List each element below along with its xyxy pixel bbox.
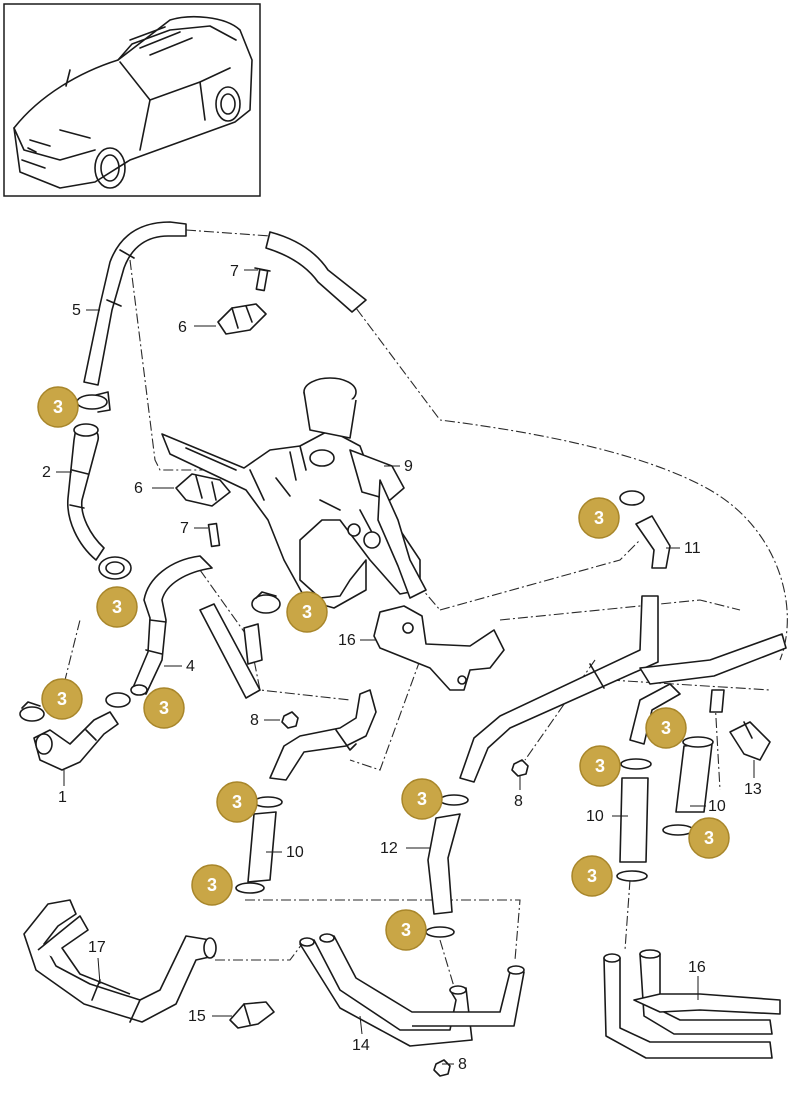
clamp-part-1-left[interactable] xyxy=(19,701,45,722)
badge-clamp-3[interactable]: 3 xyxy=(286,591,328,633)
callout-4[interactable]: 4 xyxy=(186,658,195,675)
leader-lines xyxy=(56,269,755,1065)
svg-text:3: 3 xyxy=(159,698,169,718)
badge-clamp-5[interactable]: 3 xyxy=(41,678,83,720)
hose-part-10-right-lower[interactable] xyxy=(616,758,652,882)
bracket-part-16-upper[interactable] xyxy=(373,605,505,691)
nut-part-8-middle[interactable] xyxy=(511,759,529,777)
callout-5[interactable]: 5 xyxy=(72,302,81,319)
valve-assembly-part-9[interactable] xyxy=(161,377,427,609)
callout-12[interactable]: 12 xyxy=(380,840,398,857)
svg-text:3: 3 xyxy=(112,597,122,617)
clamp-part-2-lower[interactable] xyxy=(98,556,132,580)
svg-text:3: 3 xyxy=(232,792,242,812)
badge-clamp-4[interactable]: 3 xyxy=(578,497,620,539)
callout-9[interactable]: 9 xyxy=(404,458,413,475)
badge-clamp-1[interactable]: 3 xyxy=(37,386,79,428)
svg-text:3: 3 xyxy=(587,866,597,886)
badge-clamp-12[interactable]: 3 xyxy=(571,855,613,897)
hose-part-11[interactable] xyxy=(635,515,671,569)
callout-15[interactable]: 15 xyxy=(188,1008,206,1025)
hose-part-2[interactable] xyxy=(67,423,105,561)
callout-1[interactable]: 1 xyxy=(58,789,67,806)
hose-part-10-right-upper[interactable] xyxy=(662,736,714,836)
pipe-right-part-10[interactable] xyxy=(629,683,725,745)
svg-text:3: 3 xyxy=(594,508,604,528)
callout-10-right[interactable]: 10 xyxy=(708,798,726,815)
svg-text:3: 3 xyxy=(417,789,427,809)
hose-part-1[interactable] xyxy=(33,711,119,771)
callout-2[interactable]: 2 xyxy=(42,464,51,481)
pipe-assembly-part-14[interactable] xyxy=(299,933,525,1047)
callout-16-upper[interactable]: 16 xyxy=(338,632,356,649)
callout-8-lower[interactable]: 8 xyxy=(458,1056,467,1073)
badge-clamp-10[interactable]: 3 xyxy=(216,781,258,823)
hose-part-4[interactable] xyxy=(130,555,213,696)
bolt-part-7-upper[interactable] xyxy=(254,267,271,292)
badge-clamp-9[interactable]: 3 xyxy=(401,778,443,820)
callout-6-middle[interactable]: 6 xyxy=(134,480,143,497)
clamp-part-11[interactable] xyxy=(619,490,645,506)
hose-part-12[interactable] xyxy=(425,794,469,938)
badge-clamp-14[interactable]: 3 xyxy=(385,909,427,951)
pipe-assembly-part-17[interactable] xyxy=(23,899,217,1023)
svg-text:3: 3 xyxy=(704,828,714,848)
callout-7-middle[interactable]: 7 xyxy=(180,520,189,537)
clamp-part-13[interactable] xyxy=(729,721,771,761)
clamp-badges: 3 3 3 3 3 3 3 3 xyxy=(37,386,730,951)
pipe-long-part-12[interactable] xyxy=(459,595,787,783)
nut-part-8-lower[interactable] xyxy=(433,1059,451,1077)
bolt-part-7-middle[interactable] xyxy=(207,522,221,548)
callout-6-upper[interactable]: 6 xyxy=(178,319,187,336)
hose-part-5[interactable] xyxy=(83,221,367,386)
svg-text:3: 3 xyxy=(57,689,67,709)
badge-clamp-8[interactable]: 3 xyxy=(579,745,621,787)
bracket-part-15[interactable] xyxy=(229,1001,275,1029)
svg-text:3: 3 xyxy=(595,756,605,776)
pipe-assembly-part-16-lower[interactable] xyxy=(603,949,781,1059)
clamp-part-5-lower[interactable] xyxy=(76,391,111,413)
svg-text:3: 3 xyxy=(302,602,312,622)
suv-line-drawing-icon xyxy=(13,16,253,189)
badge-clamp-13[interactable]: 3 xyxy=(191,864,233,906)
assembly-boundary-lines xyxy=(59,229,788,991)
badge-clamp-2[interactable]: 3 xyxy=(96,586,138,628)
callout-numbers: 7 6 5 2 6 7 9 11 4 16 1 8 8 13 10 10 10 … xyxy=(42,263,762,1073)
nut-part-8-upper[interactable] xyxy=(281,711,299,729)
callout-10-right-lower[interactable]: 10 xyxy=(586,808,604,825)
badge-clamp-11[interactable]: 3 xyxy=(688,817,730,859)
clamp-part-1-right[interactable] xyxy=(105,692,131,708)
hose-part-4-right[interactable] xyxy=(199,603,263,699)
bracket-part-6-middle[interactable] xyxy=(175,473,231,507)
callout-14[interactable]: 14 xyxy=(352,1037,370,1054)
pipe-center-part-10-upper[interactable] xyxy=(269,689,377,781)
callout-13[interactable]: 13 xyxy=(744,781,762,798)
clamp-part-4-middle[interactable] xyxy=(251,591,281,614)
callout-17[interactable]: 17 xyxy=(88,939,106,956)
svg-text:3: 3 xyxy=(53,397,63,417)
vehicle-thumbnail xyxy=(3,3,261,197)
svg-text:3: 3 xyxy=(661,718,671,738)
bracket-part-6-upper[interactable] xyxy=(217,303,267,335)
badge-clamp-7[interactable]: 3 xyxy=(645,707,687,749)
callout-11[interactable]: 11 xyxy=(684,540,701,557)
callout-10-center[interactable]: 10 xyxy=(286,844,304,861)
svg-text:3: 3 xyxy=(207,875,217,895)
badge-clamp-6[interactable]: 3 xyxy=(143,687,185,729)
callout-7-upper[interactable]: 7 xyxy=(230,263,239,280)
callout-8-upper[interactable]: 8 xyxy=(250,712,259,729)
callout-16-lower[interactable]: 16 xyxy=(688,959,706,976)
callout-8-middle[interactable]: 8 xyxy=(514,793,523,810)
svg-text:3: 3 xyxy=(401,920,411,940)
